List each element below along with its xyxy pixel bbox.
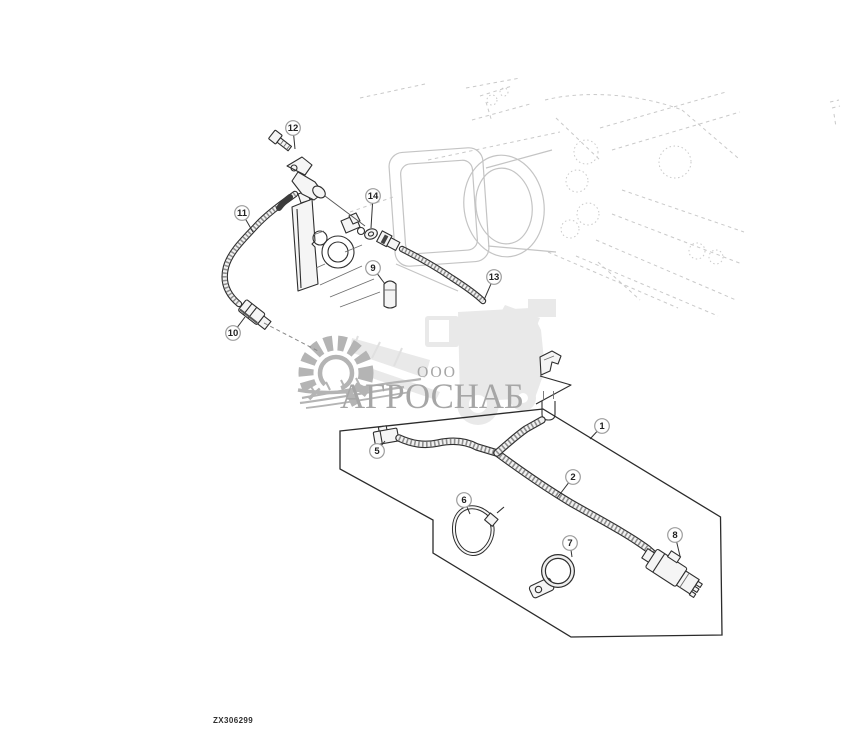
cable-part-13: [376, 230, 487, 305]
callout-leader-line: [245, 219, 254, 233]
callout-balloon: [594, 418, 610, 434]
callout-balloon: [365, 188, 381, 204]
callout-number: 11: [237, 208, 248, 219]
background-machinery: [349, 77, 841, 317]
connector-part-10: [238, 299, 272, 331]
callout-leader-line: [466, 506, 471, 515]
callout-13: 13: [483, 269, 502, 301]
callout-balloon: [365, 260, 381, 276]
callout-10: 10: [225, 316, 246, 341]
callout-6: 6: [456, 492, 472, 515]
callout-8: 8: [667, 527, 683, 557]
watermark-logo-gear-icon: [286, 335, 422, 433]
watermark-org-name: АГРОСНАБ: [340, 376, 524, 416]
callout-leader-line: [676, 541, 681, 557]
callout-12: 12: [285, 120, 301, 150]
kit-boundary: [339, 408, 723, 638]
callout-11: 11: [234, 205, 254, 233]
washer-part-14: [364, 228, 378, 240]
callout-balloon: [234, 205, 250, 221]
callout-leader-line: [236, 316, 246, 328]
u-clamp-part: [541, 391, 556, 421]
bolt-part-12: [268, 129, 293, 152]
sensor-part: [286, 156, 326, 201]
callout-9: 9: [365, 260, 386, 285]
callout-number: 5: [374, 446, 380, 457]
callout-balloon: [565, 469, 581, 485]
callout-number: 13: [489, 272, 500, 283]
cable-part-11: [221, 190, 299, 308]
drawing-code: ZX306299: [213, 716, 253, 725]
callout-number: 1: [599, 421, 605, 432]
callout-number: 7: [567, 538, 572, 549]
callout-leader-line: [556, 482, 569, 499]
callout-1: 1: [589, 418, 610, 440]
callout-number: 10: [228, 328, 239, 339]
callout-balloon: [369, 443, 385, 459]
callout-leader-line: [381, 440, 386, 446]
callout-leader-line: [370, 203, 374, 229]
callout-leader-line: [589, 431, 598, 440]
callout-number: 2: [570, 472, 575, 483]
watermark: ООО АГРОСНАБ: [286, 299, 556, 433]
callout-number: 12: [288, 123, 299, 134]
callout-balloon: [562, 535, 578, 551]
callout-balloon: [486, 269, 502, 285]
cable-tie-part-6: [451, 505, 505, 556]
hydraulic-valve-assembly: [291, 190, 381, 308]
callout-number: 14: [368, 191, 379, 202]
callout-7: 7: [562, 535, 578, 558]
callout-2: 2: [556, 469, 581, 499]
connector-part-5: [372, 425, 400, 446]
callout-balloon: [456, 492, 472, 508]
sensor-harness-upper: [221, 129, 487, 353]
callout-number: 6: [461, 495, 466, 506]
harness-part-2: [395, 416, 662, 562]
callout-leader-line: [483, 283, 492, 301]
callout-number: 9: [370, 263, 375, 274]
clamp-part-7: [528, 554, 575, 599]
callout-balloon: [667, 527, 683, 543]
callout-balloon: [225, 325, 241, 341]
callout-leader-line: [376, 273, 386, 285]
connector-part-8: [641, 548, 703, 599]
callout-balloon: [285, 120, 301, 136]
callout-number: 8: [672, 530, 677, 541]
watermark-org-form: ООО: [417, 364, 457, 381]
callout-5: 5: [369, 440, 386, 459]
callout-leader-line: [293, 135, 296, 150]
callout-14: 14: [365, 188, 381, 229]
harness-kit: [372, 416, 703, 599]
bracket-part: [535, 350, 572, 405]
callout-leader-line: [570, 550, 573, 558]
sensor-part-9: [383, 280, 397, 309]
